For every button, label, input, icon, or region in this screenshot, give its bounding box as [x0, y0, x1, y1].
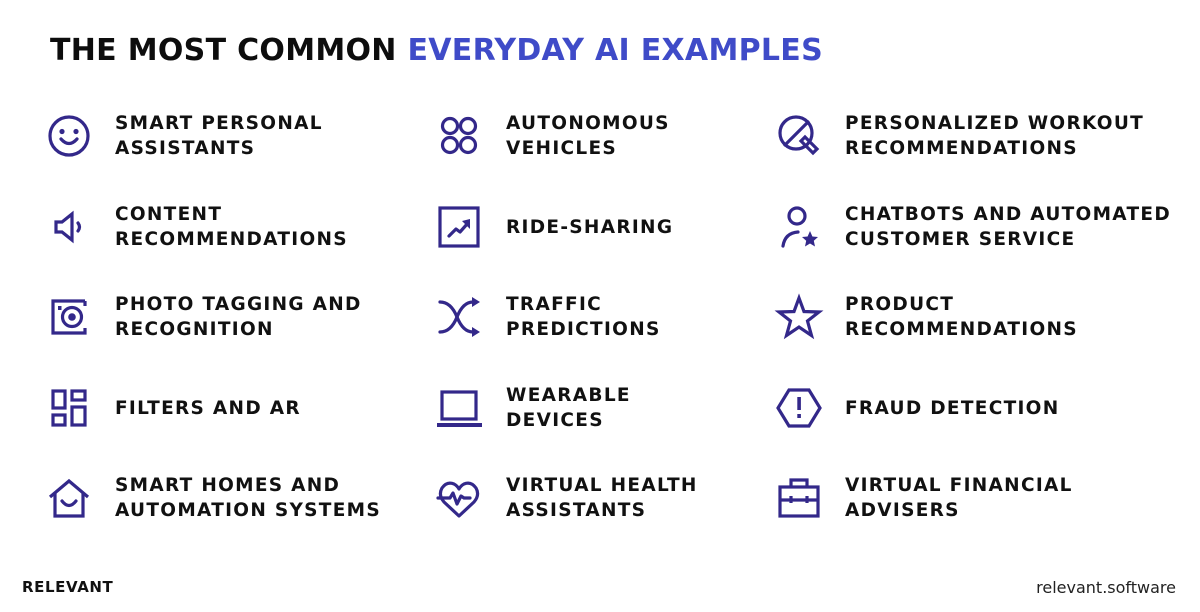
example-item-ride-sharing: RIDE-SHARING [435, 197, 673, 257]
website-link[interactable]: relevant.software [1036, 578, 1176, 597]
four-circles-icon [435, 112, 483, 160]
smiley-face-icon [45, 112, 93, 160]
brand-logo: RELEVANT [22, 578, 114, 596]
example-label: FILTERS AND AR [115, 397, 301, 419]
layout-grid-icon [45, 384, 93, 432]
ping-pong-paddle-icon [775, 112, 823, 160]
camera-icon [45, 293, 93, 341]
shuffle-arrows-icon [435, 293, 483, 341]
title-part-dark: THE MOST COMMON [50, 33, 408, 68]
speaker-icon [45, 203, 93, 251]
user-star-icon [775, 203, 823, 251]
example-item-filters-and-ar: FILTERS AND AR [45, 378, 301, 438]
page-title: THE MOST COMMON EVERYDAY AI EXAMPLES [50, 32, 823, 70]
heart-pulse-icon [435, 474, 483, 522]
example-label: RIDE-SHARING [506, 216, 674, 238]
title-part-accent: EVERYDAY AI EXAMPLES [407, 33, 823, 68]
briefcase-icon [775, 474, 823, 522]
star-icon [774, 293, 824, 341]
example-item-fraud-detection: FRAUD DETECTION [775, 378, 1060, 438]
laptop-icon [435, 384, 483, 432]
trending-chart-icon [435, 203, 483, 251]
example-label: FRAUD DETECTION [845, 397, 1060, 419]
hexagon-alert-icon [775, 384, 823, 432]
smart-home-icon [45, 474, 93, 522]
